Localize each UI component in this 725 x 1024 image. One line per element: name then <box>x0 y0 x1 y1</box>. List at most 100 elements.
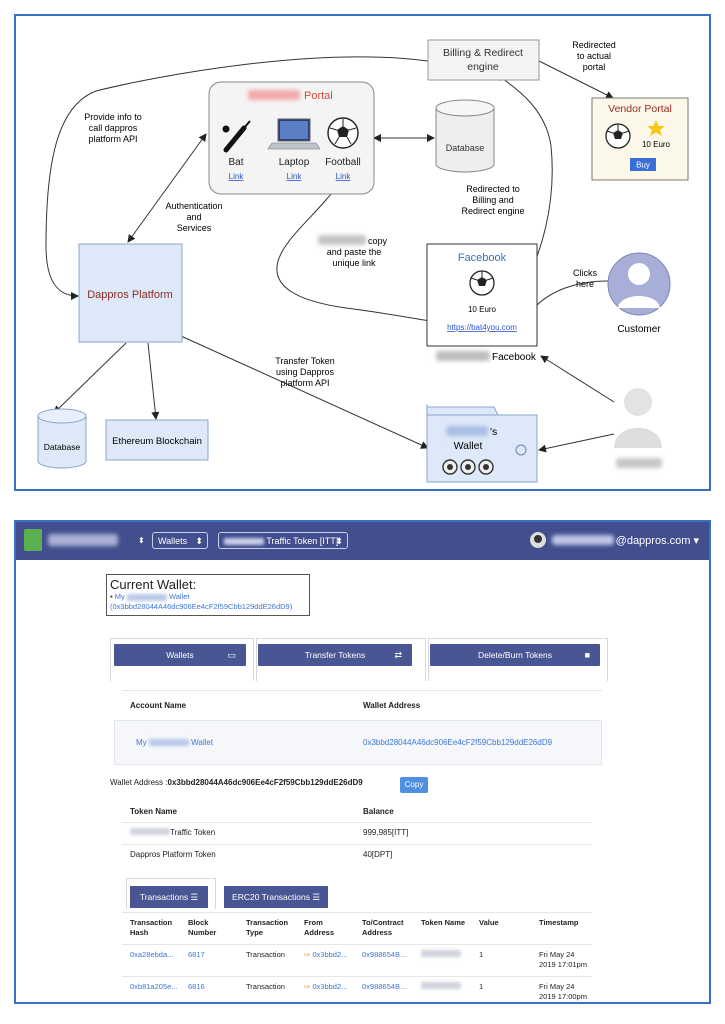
vendor-price: 10 Euro <box>642 140 671 149</box>
avatar <box>529 532 546 548</box>
connector-transfer <box>180 335 429 449</box>
balance-header: Balance <box>363 807 394 816</box>
coins-icon <box>442 459 494 475</box>
connector-auth <box>127 133 207 243</box>
football-icon <box>327 117 359 149</box>
svg-text:platform API: platform API <box>280 378 329 388</box>
tx-row-1-token <box>421 950 461 960</box>
redacted-brand <box>48 534 118 546</box>
svg-text:unique link: unique link <box>332 258 376 268</box>
tx-row-2-hash[interactable]: 0xb81a205e... <box>130 982 178 991</box>
tx-row-1-hash[interactable]: 0xa28ebda... <box>130 950 174 959</box>
tx-row-1-from[interactable]: ⇨ 0x3bbd2... <box>304 950 348 959</box>
token-row-2-balance: 40[DPT] <box>363 850 393 859</box>
th-type: Transaction Type <box>246 918 289 937</box>
tx-row-1-to[interactable]: 0x988654B... <box>362 950 407 959</box>
football-link[interactable]: Link <box>336 172 352 181</box>
account-row[interactable] <box>114 720 602 765</box>
svg-text:copy: copy <box>368 236 388 246</box>
billing-line-2: engine <box>467 61 499 73</box>
svg-text:Facebook: Facebook <box>492 352 537 363</box>
dappros-platform-node: Dappros Platform <box>78 243 183 343</box>
diagram-canvas: Portal Bat Laptop Football Link Link Lin <box>37 39 689 483</box>
transfer-token-text: Transfer Token using Dappros platform AP… <box>275 356 335 388</box>
tab-delete-burn[interactable]: Delete/Burn Tokens■ <box>430 644 600 666</box>
transactions-button[interactable]: Transactions ☰ <box>130 886 208 908</box>
wallets-select[interactable]: Wallets ⬍ <box>152 532 208 549</box>
erc20-transactions-button[interactable]: ERC20 Transactions ☰ <box>224 886 328 908</box>
ethereum-label: Ethereum Blockchain <box>112 436 202 447</box>
bat-icon <box>222 120 251 153</box>
laptop-link[interactable]: Link <box>287 172 303 181</box>
wallet-address-header: Wallet Address <box>363 701 421 710</box>
svg-text:and paste the: and paste the <box>327 247 382 257</box>
tab-wallets[interactable]: Wallets▭ <box>114 644 246 666</box>
ethereum-node: Ethereum Blockchain <box>105 419 209 461</box>
connector-dappros-db <box>53 342 127 414</box>
logo-icon <box>24 529 42 551</box>
dappros-platform-label: Dappros Platform <box>87 289 173 301</box>
copy-button[interactable]: Copy <box>400 777 428 793</box>
tx-row-1-block[interactable]: 6817 <box>188 950 205 959</box>
connector-copy-paste <box>276 180 449 327</box>
account-address-cell[interactable]: 0x3bbd28044A46dc906Ee4cF2f59Cbb129ddE26d… <box>363 738 553 747</box>
connector-vendor <box>538 60 614 99</box>
tx-row-2-to[interactable]: 0x988654B... <box>362 982 407 991</box>
facebook-node: Facebook 10 Euro https://bat4you.com <box>426 243 538 347</box>
svg-text:and: and <box>186 212 201 222</box>
vendor-football-icon <box>605 123 631 149</box>
wallet-label: Wallet <box>454 440 483 452</box>
product-bat: Bat <box>228 157 243 168</box>
current-wallet-link[interactable]: ▪ My Wallet <box>110 592 190 601</box>
portal-label: Portal <box>304 90 333 102</box>
svg-text:here: here <box>576 279 594 289</box>
th-value: Value <box>479 918 499 927</box>
bat-link[interactable]: Link <box>229 172 245 181</box>
account-name-header: Account Name <box>130 701 187 710</box>
token-row-1-name: Traffic Token <box>130 828 215 838</box>
facebook-link[interactable]: https://bat4you.com <box>447 323 517 332</box>
redirected-actual-text: Redirected to actual portal <box>572 40 616 72</box>
facebook-title: Facebook <box>458 252 507 264</box>
token-select[interactable]: Traffic Token [ITT] ⬍ <box>218 532 348 549</box>
product-football: Football <box>325 157 361 168</box>
svg-text:Clicks: Clicks <box>573 268 597 278</box>
portal-node: Portal Bat Laptop Football Link Link Lin <box>208 81 375 195</box>
wallet-icon: ▪ <box>110 592 113 601</box>
tx-row-2-block[interactable]: 6816 <box>188 982 205 991</box>
portal-database-node: Database <box>435 99 495 173</box>
svg-text:platform API: platform API <box>88 134 137 144</box>
wallet-suffix: 's <box>490 426 497 438</box>
svg-text:Billing and: Billing and <box>472 195 514 205</box>
outgoing-icon: ⇨ <box>304 950 313 959</box>
transfer-icon: ⇄ <box>394 650 402 660</box>
current-wallet-address[interactable]: (0x3bbd28044A46dc906Ee4cF2f59Cbb129ddE26… <box>110 602 293 611</box>
svg-text:Redirected: Redirected <box>572 40 616 50</box>
account-name-cell[interactable]: My Wallet <box>136 738 214 747</box>
svg-text:Provide info to: Provide info to <box>84 112 142 122</box>
vendor-buy-button[interactable] <box>630 158 656 171</box>
user-menu[interactable]: @dappros.com ▾ <box>529 532 699 548</box>
top-navbar: ⬍ Wallets ⬍ Traffic Token [ITT] ⬍ @dappr… <box>16 522 709 560</box>
th-token: Token Name <box>421 918 466 927</box>
current-wallet-heading: Current Wallet: <box>110 577 197 592</box>
th-hash: Transaction Hash <box>130 918 173 937</box>
tab-transfer-tokens[interactable]: Transfer Tokens⇄ <box>258 644 412 666</box>
architecture-diagram: Portal Bat Laptop Football Link Link Lin <box>14 14 711 491</box>
tx-row-1-type: Transaction <box>246 950 285 959</box>
token-row-2-name: Dappros Platform Token <box>130 850 216 859</box>
th-block: Block Number <box>188 918 217 937</box>
bottom-database-label: Database <box>44 442 81 452</box>
svg-text:Authentication: Authentication <box>165 201 222 211</box>
redacted-name <box>248 90 300 100</box>
facebook-football-icon <box>469 270 495 296</box>
svg-text:portal: portal <box>583 62 606 72</box>
svg-text:Services: Services <box>177 223 212 233</box>
tx-row-2-from[interactable]: ⇨ 0x3bbd2... <box>304 982 348 991</box>
person-node <box>614 388 662 468</box>
facebook-caption: Facebook <box>436 351 537 363</box>
wallet-node: 's Wallet <box>426 404 538 483</box>
customer-node: Customer <box>607 252 671 335</box>
